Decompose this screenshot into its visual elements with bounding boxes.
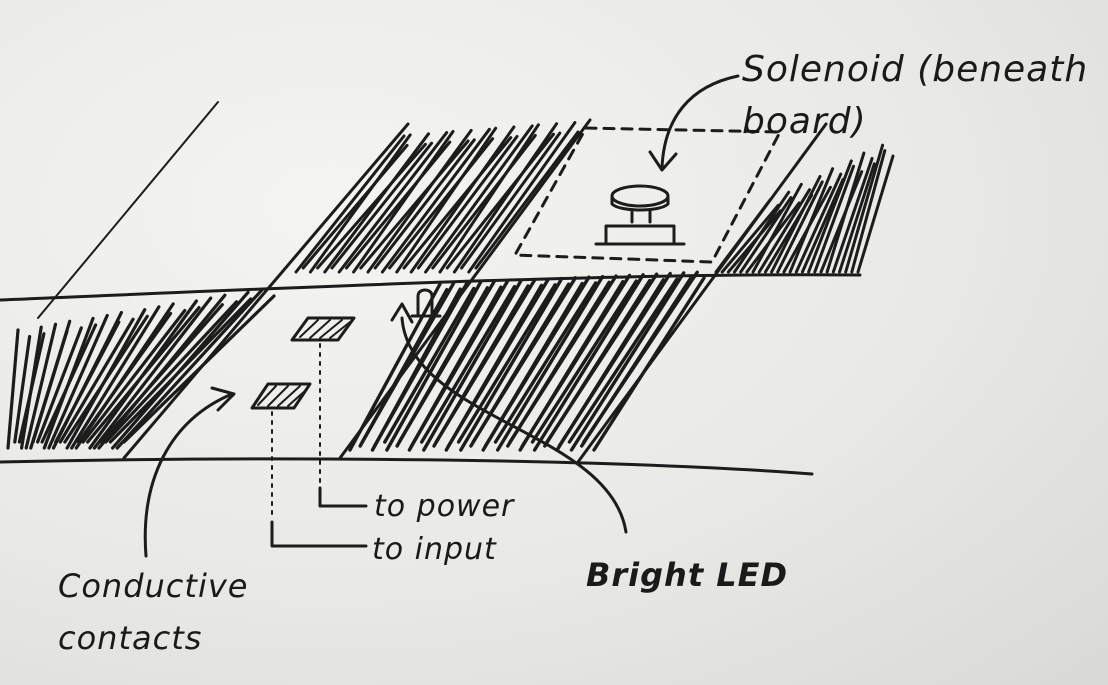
- board-top-edge: [0, 275, 860, 300]
- board-bottom-edge: [0, 459, 812, 474]
- power-lead-wire: [320, 488, 366, 506]
- board-edge-line: [38, 102, 218, 318]
- to-power-label: to power: [374, 489, 514, 524]
- conductive-contact-upper: [292, 318, 354, 340]
- conductive-contact-lower: [252, 384, 310, 408]
- hatched-region-upper: [296, 123, 578, 272]
- solenoid-label: Solenoid (beneath board): [742, 44, 1088, 148]
- to-input-label: to input: [372, 532, 497, 567]
- solenoid-device: [596, 186, 684, 244]
- hatched-region-left: [8, 289, 274, 448]
- solenoid-arrow: [662, 76, 738, 168]
- bright-led-label: Bright LED: [586, 556, 788, 594]
- hatched-region-right: [716, 145, 893, 272]
- conductive-contacts-label: Conductive contacts: [58, 560, 248, 664]
- input-lead-wire: [272, 522, 366, 546]
